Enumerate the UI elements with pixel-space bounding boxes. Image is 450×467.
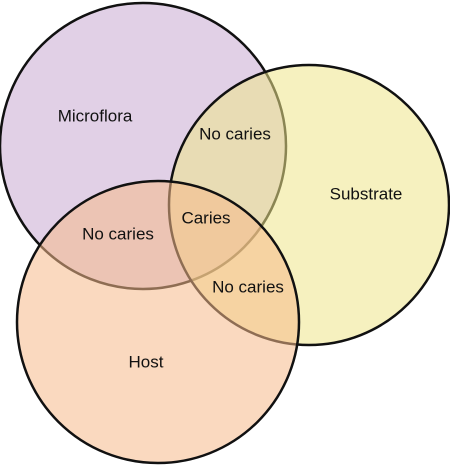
overlap-all-label: Caries [181, 208, 230, 227]
host-label: Host [129, 352, 164, 371]
overlap-microflora-host-label: No caries [82, 224, 154, 243]
overlap-microflora-substrate-label: No caries [199, 124, 271, 143]
overlap-substrate-host-label: No caries [212, 277, 284, 296]
microflora-label: Microflora [58, 106, 133, 125]
host-circle [15, 179, 301, 465]
substrate-label: Substrate [330, 184, 403, 203]
